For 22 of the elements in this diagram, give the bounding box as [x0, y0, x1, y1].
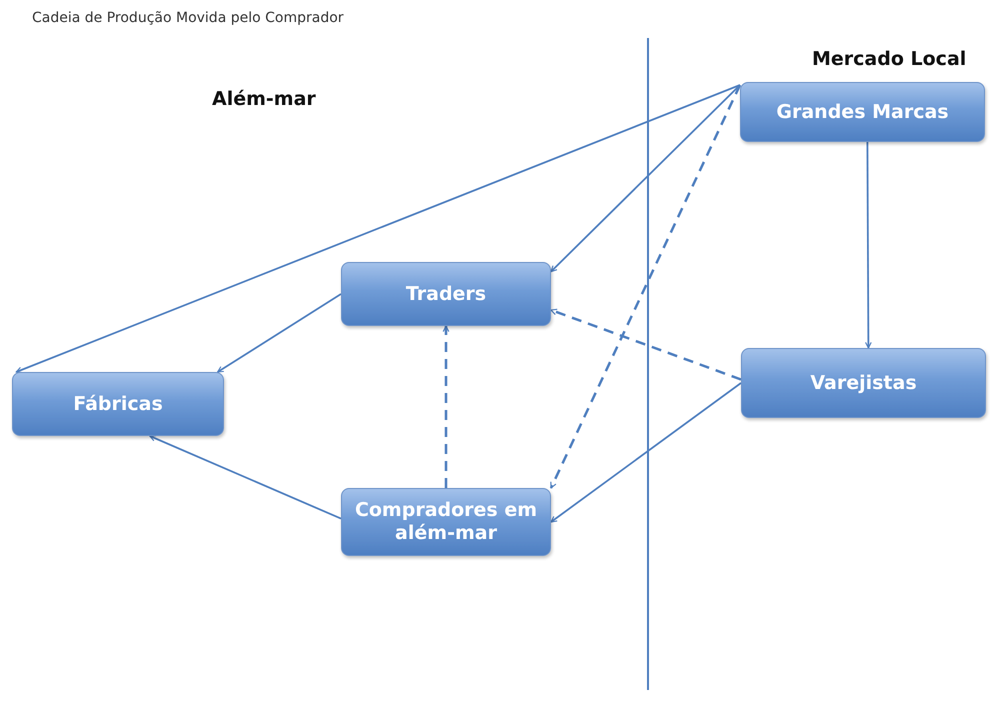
box-label: Compradores em além-mar	[354, 499, 538, 545]
box-label: Traders	[406, 282, 486, 306]
process-box	[740, 82, 985, 142]
diagram-title: Cadeia de Produção Movida pelo Comprador	[32, 10, 344, 26]
box-label: Fábricas	[73, 392, 163, 416]
box-label: Varejistas	[810, 372, 917, 394]
arrow	[550, 84, 742, 489]
arrow	[865, 142, 872, 349]
arrow	[442, 325, 450, 488]
process-box	[741, 348, 986, 418]
box-label: Grandes Marcas	[776, 100, 949, 124]
process-box	[12, 372, 224, 436]
arrow	[550, 308, 742, 381]
arrow	[550, 382, 742, 523]
arrow	[16, 84, 740, 374]
region-heading: Mercado Local	[812, 48, 966, 70]
arrow	[550, 84, 741, 272]
arrow	[217, 293, 342, 373]
process-box	[341, 262, 551, 326]
process-box	[341, 488, 551, 556]
arrow	[149, 435, 342, 520]
region-heading: Além-mar	[212, 88, 316, 110]
